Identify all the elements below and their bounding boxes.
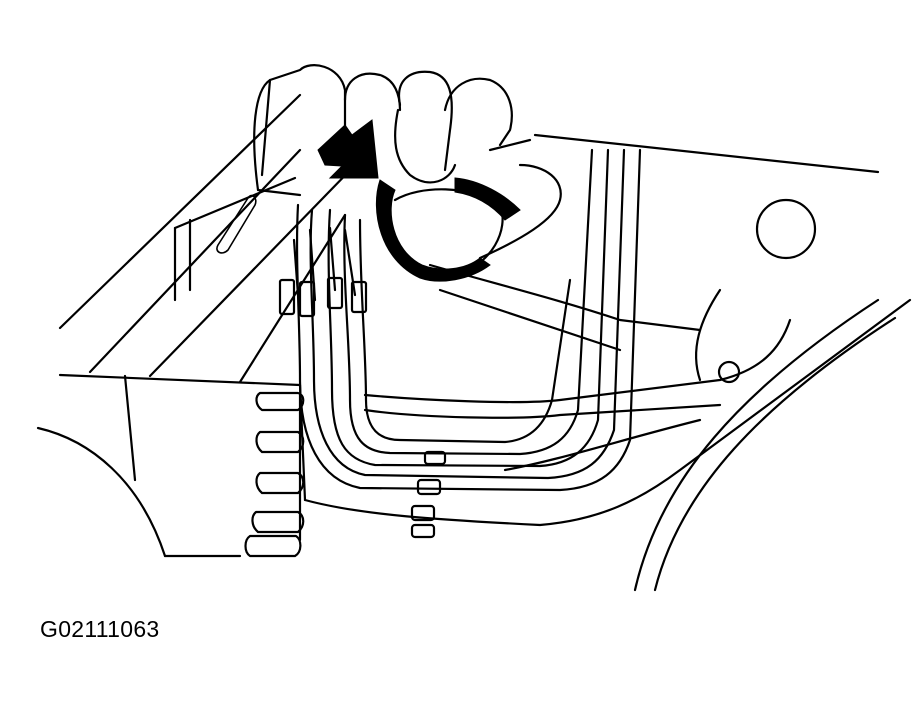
lock-ring	[375, 163, 562, 282]
connector-terminals	[278, 226, 368, 318]
left-tank	[36, 426, 242, 558]
figure-id-label: G02111063	[40, 616, 160, 642]
body-panel	[303, 198, 912, 527]
wheel-arc	[633, 298, 897, 592]
wire-harness	[295, 148, 642, 492]
ribbed-component	[244, 391, 305, 558]
hand	[216, 64, 513, 254]
floor-panel	[58, 93, 880, 502]
harness-clips	[410, 450, 447, 539]
direction-arrow-icon	[317, 119, 379, 179]
